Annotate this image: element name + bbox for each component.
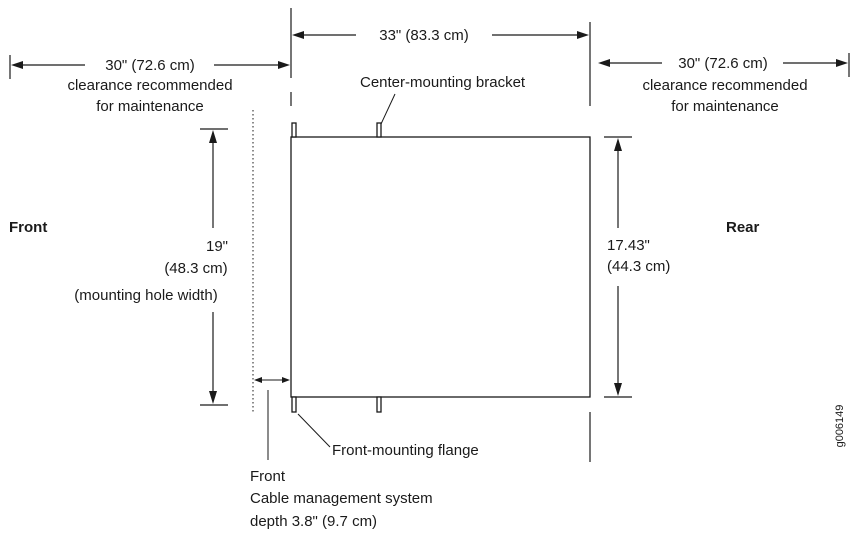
front-flange-leader [297,413,331,448]
depth-label-1: 17.43" [607,237,650,254]
left-clearance-note-2: for maintenance [96,98,204,115]
center-bracket-leader [380,93,396,125]
right-clearance-dimension: 30" (72.6 cm) clearance recommended for … [598,53,850,115]
center-bracket-label: Center-mounting bracket [360,74,526,91]
center-bracket-bottom [376,396,382,413]
top-width-dimension: 33" (83.3 cm) [290,8,591,106]
mounting-width-label-1: 19" [206,238,228,255]
front-flange-bottom [291,396,297,413]
mounting-width-label-3: (mounting hole width) [74,287,217,304]
cable-label-3: depth 3.8" (9.7 cm) [250,513,377,530]
mounting-width-label-2: (48.3 cm) [164,260,227,277]
cable-management-dimension: Front Cable management system depth 3.8"… [250,110,433,530]
mounting-width-dimension: 19" (48.3 cm) (mounting hole width) [74,128,228,406]
rear-label: Rear [726,219,760,236]
cable-label-2: Cable management system [250,490,433,507]
center-bracket-top [376,122,382,138]
figure-id: g006149 [834,405,846,448]
depth-dimension: 17.43" (44.3 cm) [604,136,670,398]
front-label: Front [9,219,47,236]
chassis-outline [290,136,591,398]
right-clearance-label: 30" (72.6 cm) [678,55,768,72]
depth-label-2: (44.3 cm) [607,258,670,275]
left-clearance-label: 30" (72.6 cm) [105,57,195,74]
left-clearance-note-1: clearance recommended [67,77,232,94]
right-clearance-note-1: clearance recommended [642,77,807,94]
top-width-label: 33" (83.3 cm) [379,27,469,44]
front-flange-label: Front-mounting flange [332,442,479,459]
cable-label-1: Front [250,468,286,485]
right-clearance-note-2: for maintenance [671,98,779,115]
front-flange-top [291,122,297,138]
left-clearance-dimension: 30" (72.6 cm) clearance recommended for … [9,55,290,115]
